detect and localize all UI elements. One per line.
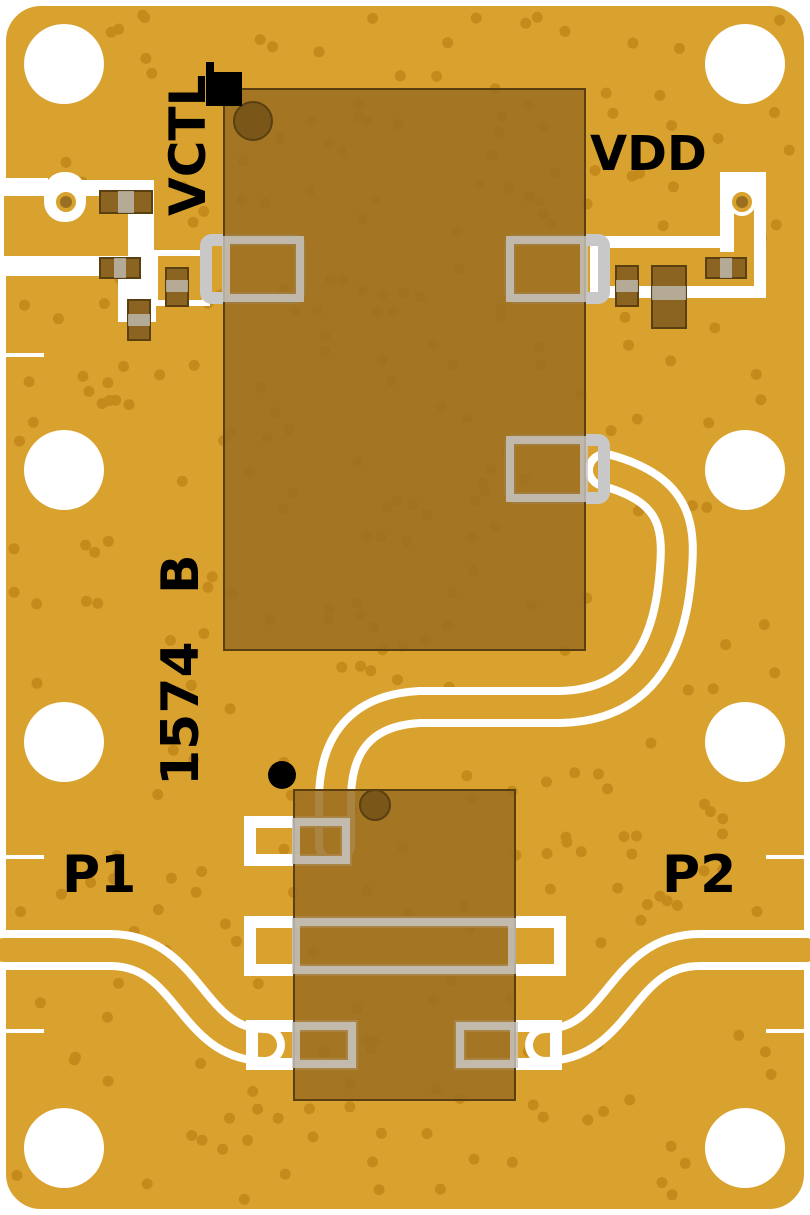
passive-components bbox=[99, 190, 747, 341]
lower-ic-body bbox=[293, 789, 516, 1101]
rf-traces bbox=[0, 450, 810, 1065]
p1-trace-core bbox=[0, 938, 277, 1057]
mounting-hole bbox=[24, 430, 104, 510]
revision-label: B bbox=[151, 554, 211, 594]
mounting-hole bbox=[705, 702, 785, 782]
lower-ic-pin1-marker bbox=[359, 789, 391, 821]
label-vdd: VDD bbox=[590, 126, 707, 182]
bias-test-points bbox=[52, 188, 756, 216]
mounting-hole bbox=[705, 1108, 785, 1188]
mounting-holes bbox=[24, 24, 785, 1188]
label-p2: P2 bbox=[662, 845, 736, 905]
part-number: 1574 bbox=[151, 641, 211, 786]
mounting-hole bbox=[24, 1108, 104, 1188]
upper-ic-pin1-marker bbox=[233, 101, 273, 141]
meander-trace-core bbox=[323, 458, 689, 857]
mounting-hole bbox=[705, 430, 785, 510]
p2-trace-core bbox=[533, 938, 810, 1057]
upper-ic-body bbox=[223, 88, 586, 651]
label-p1: P1 bbox=[62, 845, 136, 905]
mounting-hole bbox=[24, 702, 104, 782]
mounting-hole bbox=[24, 24, 104, 104]
label-vctl: VCTL bbox=[159, 75, 217, 216]
mounting-hole bbox=[705, 24, 785, 104]
orientation-dot bbox=[268, 761, 296, 789]
